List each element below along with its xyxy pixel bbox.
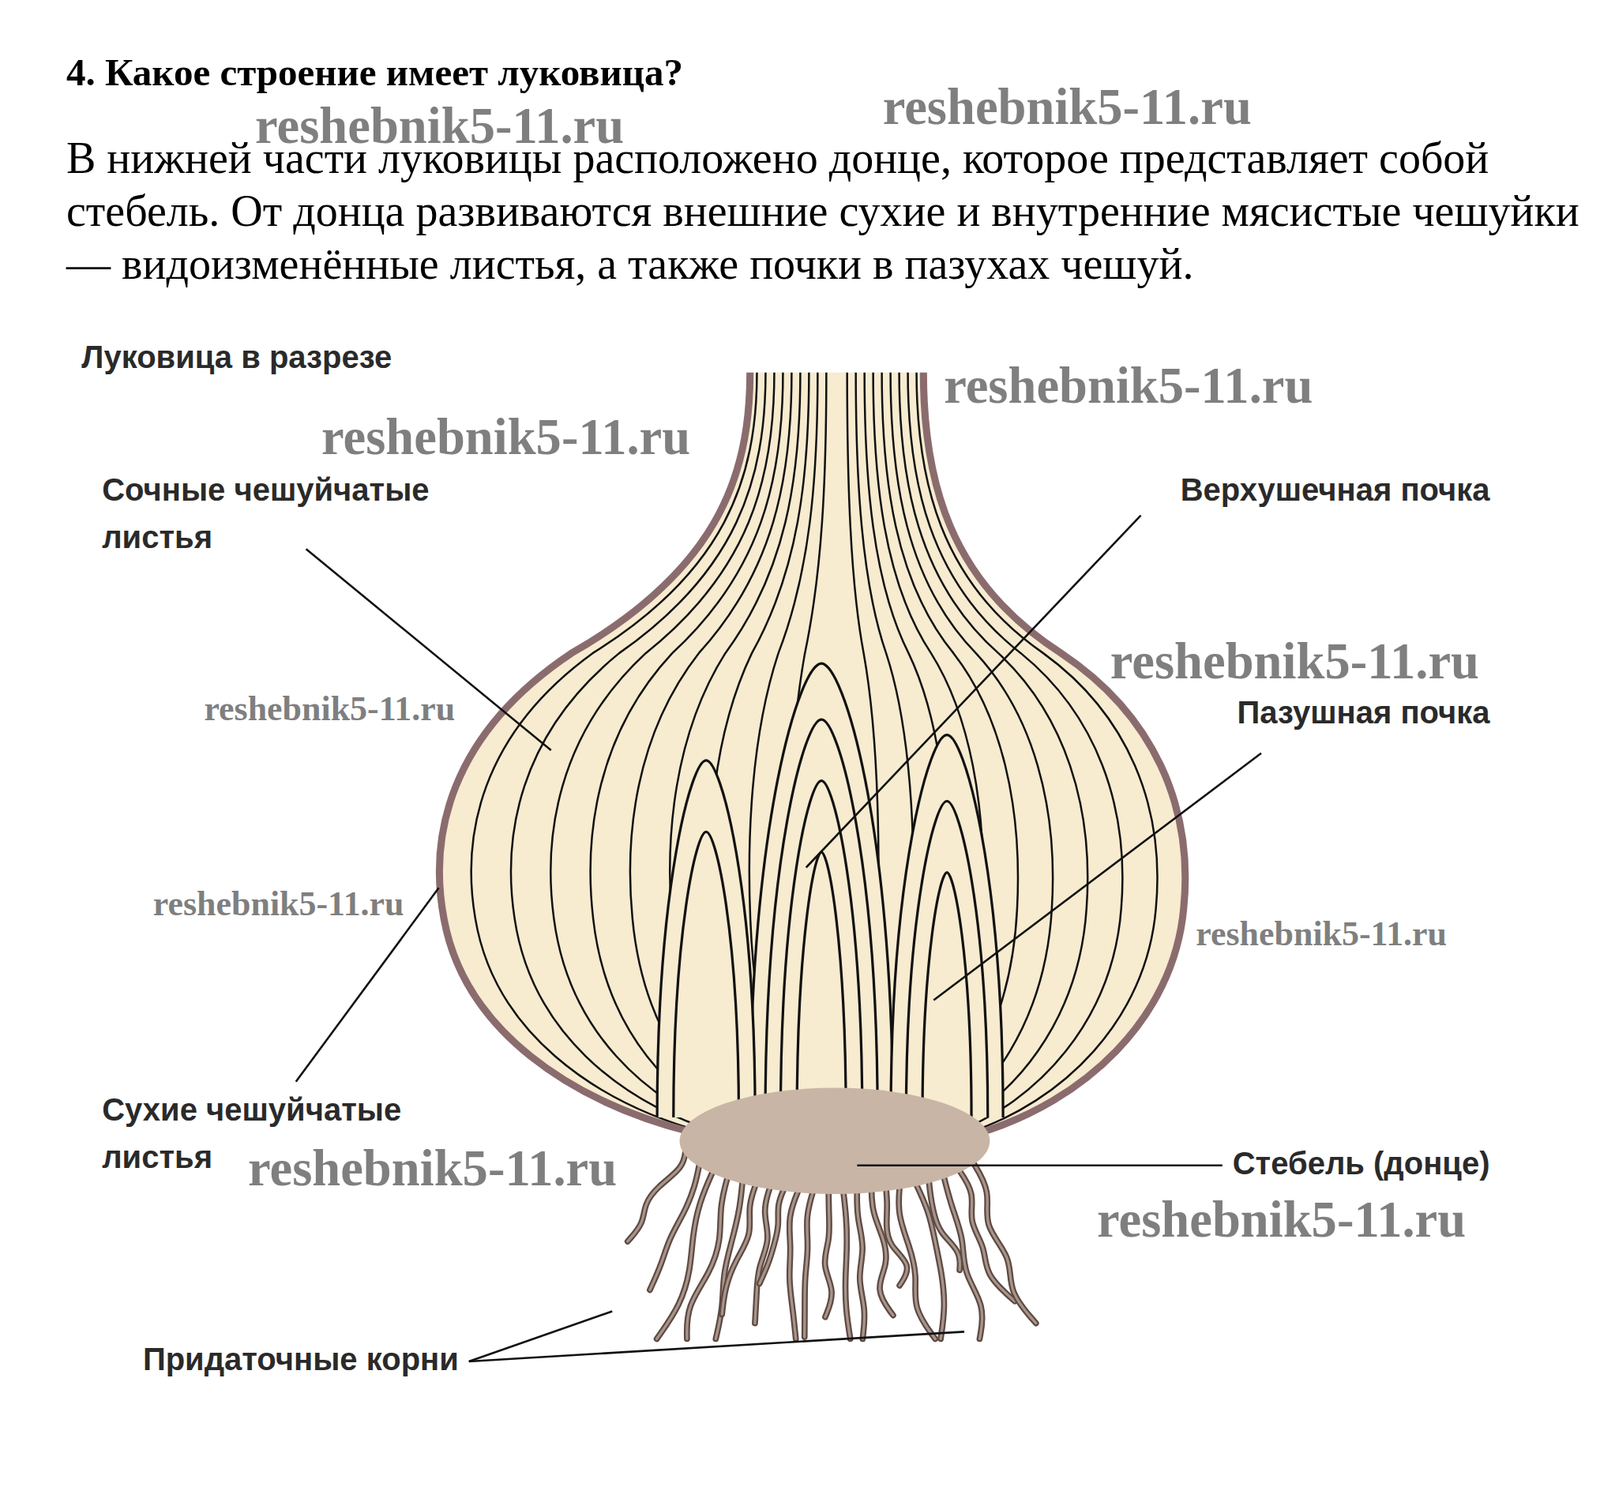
root-core: [825, 1187, 833, 1318]
bud-scale: [890, 735, 1003, 1119]
bud-scale: [922, 872, 972, 1118]
figure-caption: Луковица в разрезе: [81, 333, 392, 381]
scale-line: [471, 372, 758, 1134]
root-core: [721, 1180, 758, 1315]
onion-body: [439, 372, 1185, 1134]
scale-line: [550, 372, 774, 1134]
bud-scale: [796, 852, 846, 1118]
root: [971, 1160, 1037, 1324]
watermark: reshebnik5-11.ru: [1195, 916, 1447, 952]
root-core: [804, 1187, 815, 1338]
watermark: reshebnik5-11.ru: [321, 411, 691, 463]
root: [804, 1187, 815, 1338]
root-core: [971, 1160, 1037, 1324]
root: [789, 1186, 800, 1340]
scale-line: [510, 372, 766, 1134]
bud-scale: [905, 801, 988, 1119]
bud-scale: [765, 719, 878, 1118]
part-label: Пазушная почка: [1237, 688, 1491, 737]
scale-layers: [471, 372, 1158, 1134]
scale-line: [882, 372, 1018, 1134]
root: [759, 1185, 786, 1285]
bud-scale: [673, 831, 740, 1118]
root-core: [789, 1186, 800, 1340]
watermark: reshebnik5-11.ru: [882, 81, 1252, 133]
heading: 4. Какое строение имеет луковица?: [66, 50, 684, 95]
watermark: reshebnik5-11.ru: [153, 886, 405, 922]
root-core: [842, 1187, 850, 1339]
root: [842, 1187, 850, 1339]
onion-outline: [439, 372, 1185, 1134]
buds: [657, 663, 1003, 1118]
part-label: Придаточные корни: [142, 1335, 459, 1383]
leader-line: [806, 515, 1142, 868]
bud-scale: [750, 663, 894, 1118]
part-label: Сочные чешуйчатые листья: [101, 465, 511, 561]
root-core: [856, 1186, 864, 1339]
part-label: Стебель (донце): [1232, 1139, 1491, 1187]
part-label: Верхушечная почка: [1180, 465, 1491, 514]
root: [856, 1186, 864, 1339]
bud-scale: [657, 760, 755, 1118]
root: [825, 1187, 833, 1318]
basal-plate: [679, 1088, 991, 1195]
root-core: [759, 1185, 786, 1285]
bud-scale: [780, 781, 862, 1118]
watermark: reshebnik5-11.ru: [943, 360, 1313, 412]
root: [942, 1172, 983, 1339]
watermark: reshebnik5-11.ru: [203, 691, 455, 727]
leader-line: [933, 753, 1262, 1001]
root-core: [942, 1172, 983, 1339]
scale-line: [590, 372, 784, 1134]
leader-line: [469, 1331, 965, 1362]
watermark: reshebnik5-11.ru: [247, 1142, 617, 1195]
watermark: reshebnik5-11.ru: [255, 100, 624, 152]
watermark: reshebnik5-11.ru: [1096, 1194, 1466, 1246]
root: [721, 1180, 758, 1315]
watermark: reshebnik5-11.ru: [1110, 635, 1480, 688]
body-text: В нижней части луковицы расположено донц…: [66, 131, 1583, 291]
leader-line: [856, 1164, 1222, 1167]
